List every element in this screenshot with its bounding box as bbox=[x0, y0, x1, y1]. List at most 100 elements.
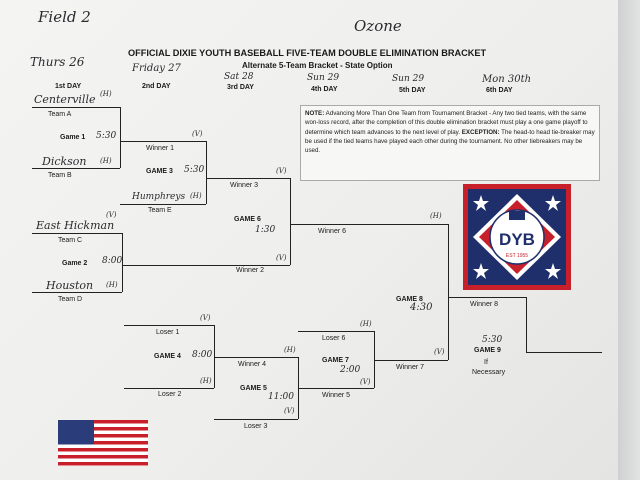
game3-connector bbox=[206, 141, 207, 204]
winner4-mark: (H) bbox=[284, 346, 296, 354]
team-d-line bbox=[32, 292, 122, 293]
team-a-label: Team A bbox=[48, 111, 72, 118]
game4-time: 8:00 bbox=[192, 350, 213, 360]
loser1-mark: (V) bbox=[200, 314, 211, 322]
team-e-name: Humphreys bbox=[132, 192, 186, 202]
day-1-header: 1st DAY bbox=[55, 83, 82, 90]
day-2-header: 2nd DAY bbox=[142, 83, 171, 90]
day-3-header: 3rd DAY bbox=[227, 84, 254, 91]
logo-text: DYB bbox=[499, 230, 535, 249]
date-day3: Sat 28 bbox=[224, 72, 254, 82]
winner1-label: Winner 1 bbox=[146, 145, 175, 152]
team-a-name: Centerville bbox=[34, 93, 96, 106]
loser3-line bbox=[214, 419, 298, 420]
winner7-line bbox=[374, 360, 448, 361]
game2-connector bbox=[122, 233, 123, 292]
winner6-label: Winner 6 bbox=[318, 228, 347, 235]
winner7-mark: (V) bbox=[434, 348, 445, 356]
game6-label: GAME 6 bbox=[234, 216, 261, 223]
team-c-line bbox=[32, 233, 122, 234]
dyb-logo: DYB EST 1955 bbox=[463, 184, 571, 290]
team-d-name: Houston bbox=[46, 279, 94, 292]
bracket-title: OFFICIAL DIXIE YOUTH BASEBALL FIVE-TEAM … bbox=[128, 48, 487, 58]
game8-label: GAME 8 bbox=[396, 296, 423, 303]
team-b-line bbox=[32, 168, 120, 169]
logo-est: EST 1955 bbox=[506, 253, 528, 259]
game2-time: 8:00 bbox=[102, 256, 123, 266]
game4-connector bbox=[214, 325, 215, 388]
loser6-line bbox=[298, 331, 374, 332]
team-a-mark: (H) bbox=[100, 90, 112, 98]
game9-label: GAME 9 bbox=[474, 347, 501, 354]
day-4-header: 4th DAY bbox=[311, 86, 338, 93]
game8-time: 4:30 bbox=[410, 302, 433, 313]
loser1-label: Loser 1 bbox=[156, 329, 180, 336]
winner7-label: Winner 7 bbox=[396, 364, 425, 371]
loser6-label: Loser 6 bbox=[322, 335, 346, 342]
venue-handwriting: Ozone bbox=[354, 17, 402, 35]
game1-connector bbox=[120, 107, 121, 168]
team-b-mark: (H) bbox=[100, 157, 112, 165]
winner1-line bbox=[120, 141, 206, 142]
game5-label: GAME 5 bbox=[240, 385, 267, 392]
loser1-line bbox=[124, 325, 214, 326]
game7-label: GAME 7 bbox=[322, 357, 349, 364]
winner3-label: Winner 3 bbox=[230, 182, 259, 189]
game9-cond-if: If bbox=[484, 359, 488, 366]
team-c-name: East Hickman bbox=[36, 219, 115, 232]
winner5-mark: (V) bbox=[360, 378, 371, 386]
winner5-label: Winner 5 bbox=[322, 392, 351, 399]
game3-time: 5:30 bbox=[184, 165, 205, 175]
us-flag bbox=[58, 420, 148, 466]
game1-time: 5:30 bbox=[96, 131, 117, 141]
note-box: NOTE: Advancing More Than One Team from … bbox=[300, 105, 600, 181]
winner6-line bbox=[290, 224, 448, 225]
game6-connector bbox=[290, 178, 291, 265]
winner5-line bbox=[298, 388, 374, 389]
loser2-line bbox=[124, 388, 214, 389]
team-a-line bbox=[32, 107, 120, 108]
loser3-mark: (V) bbox=[284, 407, 295, 415]
background-page bbox=[618, 0, 640, 480]
game6-time: 1:30 bbox=[255, 225, 276, 235]
team-e-line bbox=[120, 204, 206, 205]
game7-connector bbox=[374, 331, 375, 388]
team-c-label: Team C bbox=[58, 237, 83, 244]
game1-label: Game 1 bbox=[60, 134, 86, 141]
game9-connector bbox=[526, 297, 527, 352]
winner3-line bbox=[206, 178, 290, 179]
date-day2: Friday 27 bbox=[132, 63, 181, 74]
winner2-mark: (V) bbox=[276, 254, 287, 262]
date-day1: Thurs 26 bbox=[30, 55, 85, 69]
game9-time: 5:30 bbox=[482, 335, 503, 345]
game8-connector bbox=[448, 224, 449, 360]
date-day6: Mon 30th bbox=[482, 74, 532, 85]
winner3-mark: (V) bbox=[276, 167, 287, 175]
champion-line bbox=[526, 352, 602, 353]
winner1-mark: (V) bbox=[192, 130, 203, 138]
winner2-line bbox=[122, 265, 290, 266]
loser6-mark: (H) bbox=[360, 320, 372, 328]
winner4-line bbox=[214, 357, 298, 358]
game7-time: 2:00 bbox=[340, 365, 361, 375]
game5-time: 11:00 bbox=[268, 392, 294, 402]
team-e-mark: (H) bbox=[190, 192, 202, 200]
winner4-label: Winner 4 bbox=[238, 361, 267, 368]
game9-cond-necessary: Necessary bbox=[472, 369, 506, 376]
day-6-header: 6th DAY bbox=[486, 87, 513, 94]
game3-label: GAME 3 bbox=[146, 168, 173, 175]
team-b-label: Team B bbox=[48, 172, 72, 179]
game4-label: GAME 4 bbox=[154, 353, 181, 360]
team-e-label: Team E bbox=[148, 207, 172, 214]
note-exception-label: EXCEPTION: bbox=[461, 128, 500, 136]
team-d-mark: (H) bbox=[106, 281, 118, 289]
winner8-line bbox=[448, 297, 526, 298]
loser2-label: Loser 2 bbox=[158, 391, 182, 398]
field-handwriting: Field 2 bbox=[38, 8, 91, 26]
bracket-subtitle: Alternate 5-Team Bracket - State Option bbox=[242, 61, 393, 70]
team-d-label: Team D bbox=[58, 296, 83, 303]
loser2-mark: (H) bbox=[200, 377, 212, 385]
game2-label: Game 2 bbox=[62, 260, 88, 267]
note-text-2: The head-to head tie-breaker may be used… bbox=[305, 128, 595, 155]
bracket-sheet: Field 2 Ozone OFFICIAL DIXIE YOUTH BASEB… bbox=[0, 0, 618, 480]
